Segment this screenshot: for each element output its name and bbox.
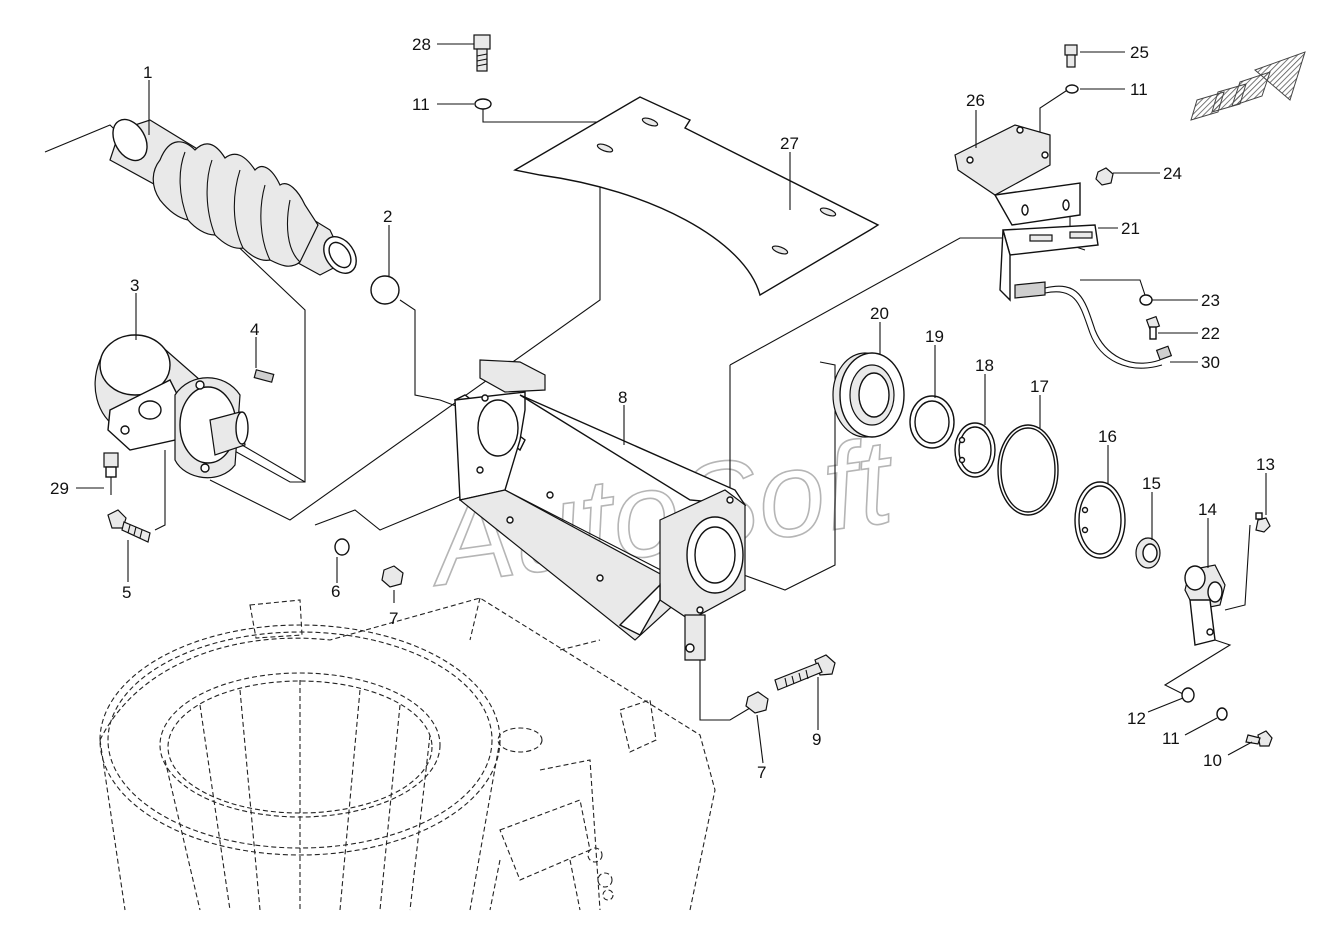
callout-10: 10 — [1203, 751, 1222, 770]
part-8-frame-bracket — [453, 359, 747, 661]
part-19-seal-ring — [909, 395, 955, 449]
callout-6: 6 — [331, 582, 340, 601]
callout-1: 1 — [143, 63, 152, 82]
callout-21: 21 — [1121, 219, 1140, 238]
callout-19: 19 — [925, 327, 944, 346]
callout-5: 5 — [122, 583, 131, 602]
part-25-bolt — [1064, 44, 1078, 68]
callout-17: 17 — [1030, 377, 1049, 396]
callout-26: 26 — [966, 91, 985, 110]
part-30-sensor-cable — [1014, 281, 1173, 369]
part-10-bolt — [1245, 730, 1273, 747]
callout-4: 4 — [250, 320, 259, 339]
part-12-washer — [1181, 687, 1195, 703]
callout-leaders — [76, 43, 1267, 764]
part-16-circlip — [1074, 481, 1126, 559]
part-7-nut-left — [381, 565, 404, 588]
callout-16: 16 — [1098, 427, 1117, 446]
direction-arrow-icon — [1190, 51, 1306, 121]
callout-labels: 1 2 3 4 5 6 7 7 8 9 10 11 11 11 12 13 14… — [50, 35, 1275, 782]
callout-12: 12 — [1127, 709, 1146, 728]
callout-3: 3 — [130, 276, 139, 295]
part-6-washer — [334, 538, 350, 556]
part-29-fitting — [103, 452, 119, 495]
part-20-bearing — [832, 352, 905, 438]
part-15-bushing — [1135, 537, 1161, 569]
part-11-washer-top — [474, 98, 492, 110]
part-5-bolt — [107, 509, 151, 543]
part-3-hydraulic-motor — [94, 334, 306, 483]
part-26-bracket — [954, 124, 1081, 226]
callout-25: 25 — [1130, 43, 1149, 62]
part-18-snap-ring — [954, 422, 996, 478]
part-22-screw — [1145, 315, 1161, 340]
housing-frame-dashed — [99, 597, 716, 911]
callout-29: 29 — [50, 479, 69, 498]
part-14-pivot-block — [1184, 564, 1226, 646]
part-4-key — [253, 369, 275, 383]
callout-11-right: 11 — [1130, 80, 1148, 99]
leader-lines — [44, 86, 1251, 721]
callout-15: 15 — [1142, 474, 1161, 493]
callout-11-bottom: 11 — [1162, 729, 1180, 748]
part-17-large-ring — [997, 424, 1059, 516]
part-27-cover-plate — [513, 96, 880, 297]
part-7-nut-right — [745, 691, 769, 714]
callout-11-top: 11 — [412, 95, 430, 114]
callout-23: 23 — [1201, 291, 1220, 310]
part-11-washer-right — [1065, 84, 1079, 94]
callout-18: 18 — [975, 356, 994, 375]
part-24-nut — [1095, 167, 1114, 186]
callout-13: 13 — [1256, 455, 1275, 474]
callout-24: 24 — [1163, 164, 1182, 183]
part-23-washer — [1139, 294, 1153, 306]
part-11-washer-bottom — [1216, 707, 1228, 721]
callout-22: 22 — [1201, 324, 1220, 343]
callout-9: 9 — [812, 730, 821, 749]
callout-28: 28 — [412, 35, 431, 54]
part-13-grease-nipple — [1255, 512, 1271, 533]
part-9-long-bolt — [774, 654, 836, 691]
callout-20: 20 — [870, 304, 889, 323]
part-1-boot-tube — [109, 118, 357, 276]
callout-7-left: 7 — [389, 609, 398, 628]
callout-27: 27 — [780, 134, 799, 153]
callout-30: 30 — [1201, 353, 1220, 372]
callout-8: 8 — [618, 388, 627, 407]
part-2-ball — [370, 275, 400, 305]
callout-14: 14 — [1198, 500, 1217, 519]
part-28-bolt — [473, 34, 491, 72]
callout-7-right: 7 — [757, 763, 766, 782]
part-21-sensor-bracket — [999, 224, 1099, 302]
callout-2: 2 — [383, 207, 392, 226]
